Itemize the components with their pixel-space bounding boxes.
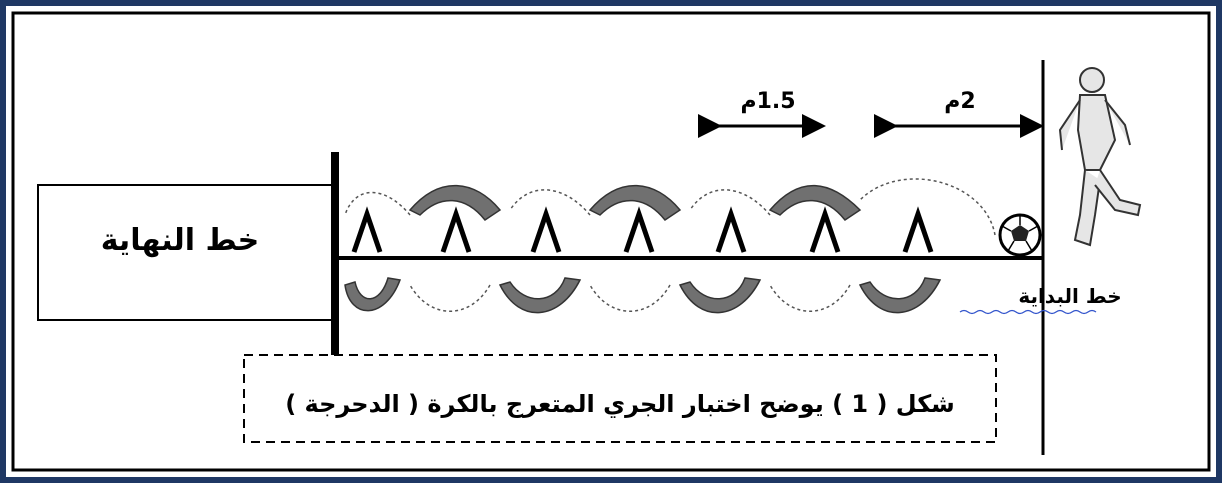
- figure-caption: شكل ( 1 ) يوضح اختبار الجري المتعرج بالك…: [285, 390, 955, 418]
- inner-frame: [11, 11, 1211, 472]
- cones: [351, 206, 934, 253]
- distance-between-label: 1.5م: [740, 89, 795, 114]
- cone: [902, 206, 934, 253]
- cone: [440, 206, 472, 253]
- finish-line: [331, 152, 339, 359]
- distance-first-label: 2م: [944, 89, 975, 114]
- upper-arrow-4: [509, 189, 591, 216]
- finish-line-label: خط النهاية: [101, 223, 260, 258]
- upper-arrow-5: [408, 184, 502, 222]
- cone: [530, 206, 562, 253]
- cone: [351, 206, 383, 253]
- caption-box: [243, 354, 997, 443]
- cone: [715, 206, 747, 253]
- lower-arrow-2: [769, 284, 851, 312]
- upper-arrow-6: [344, 191, 411, 216]
- upper-arrow-1: [768, 184, 862, 222]
- lower-arrow-7: [344, 277, 402, 312]
- upper-arrow-3: [588, 184, 682, 222]
- upper-dotted-arrow-0: [859, 178, 996, 236]
- lower-arrows: [344, 277, 942, 314]
- lower-arrow-6: [409, 284, 491, 312]
- cone: [809, 206, 841, 253]
- lower-arrow-1: [858, 277, 942, 314]
- upper-arrow-2: [689, 189, 771, 216]
- lower-arrow-3: [678, 277, 762, 314]
- finish-box: [37, 184, 335, 321]
- lower-arrow-5: [498, 277, 582, 314]
- ball-icon: [998, 213, 1042, 257]
- start-line-label: خط البداية: [1018, 284, 1121, 308]
- cone: [623, 206, 655, 253]
- player-icon: [1058, 67, 1142, 247]
- upper-arrows: [344, 178, 996, 236]
- start-label-underline: [959, 309, 1097, 315]
- lower-arrow-4: [589, 284, 671, 312]
